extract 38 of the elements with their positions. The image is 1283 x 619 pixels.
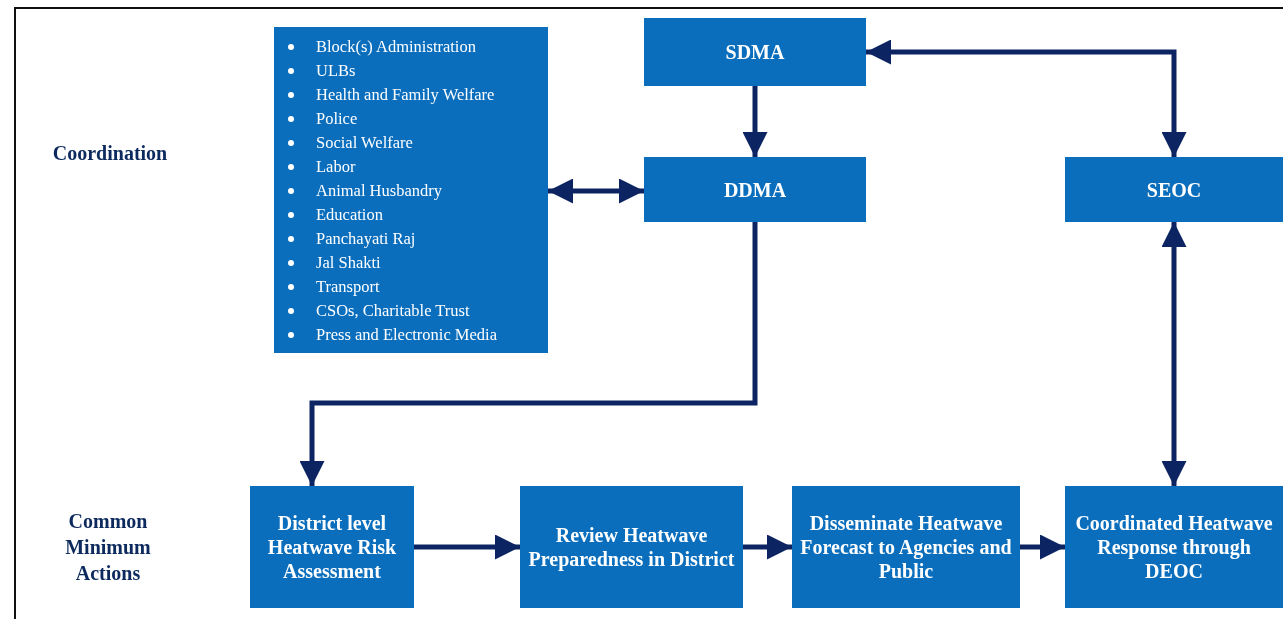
process-box: [1065, 486, 1283, 608]
arrow: [742, 86, 768, 157]
box-label: Disseminate Heatwave Forecast to Agencies and Public: [799, 511, 1013, 583]
arrow: [743, 534, 792, 560]
list-item: Animal Husbandry: [286, 179, 538, 203]
arrow: [1161, 222, 1187, 486]
list-item: Education: [286, 203, 538, 227]
box-label: DDMA: [723, 177, 787, 202]
list-item: Social Welfare: [286, 131, 538, 155]
process-box: [792, 486, 1020, 608]
list-item: Panchayati Raj: [286, 227, 538, 251]
box-label: SEOC: [1146, 177, 1202, 202]
list-item: Police: [286, 107, 538, 131]
row-label: Coordination: [51, 141, 169, 166]
arrow: [548, 178, 644, 204]
list-item: CSOs, Charitable Trust: [286, 299, 538, 323]
box-label: District level Heatwave Risk Assessment: [266, 511, 398, 583]
list-item: Press and Electronic Media: [286, 323, 538, 347]
process-box: [250, 486, 414, 608]
agency-list-box: [274, 27, 548, 353]
list-item: Health and Family Welfare: [286, 83, 538, 107]
arrow: [1020, 534, 1065, 560]
process-box: [644, 18, 866, 86]
arrow: [299, 222, 758, 486]
arrow: [414, 534, 520, 560]
row-label: Common Minimum Actions: [64, 509, 152, 586]
process-box: [520, 486, 743, 608]
box-label: SDMA: [725, 40, 785, 64]
box-label: Review Heatwave Preparedness in District: [527, 523, 736, 571]
list-item: Transport: [286, 275, 538, 299]
arrow: [866, 39, 1187, 157]
process-box: [644, 157, 866, 222]
box-label: Coordinated Heatwave Response through DEOC: [1074, 511, 1274, 583]
list-item: Jal Shakti: [286, 251, 538, 275]
process-box: [1065, 157, 1283, 222]
list-item: Labor: [286, 155, 538, 179]
list-item: ULBs: [286, 59, 538, 83]
list-item: Block(s) Administration: [286, 35, 538, 59]
